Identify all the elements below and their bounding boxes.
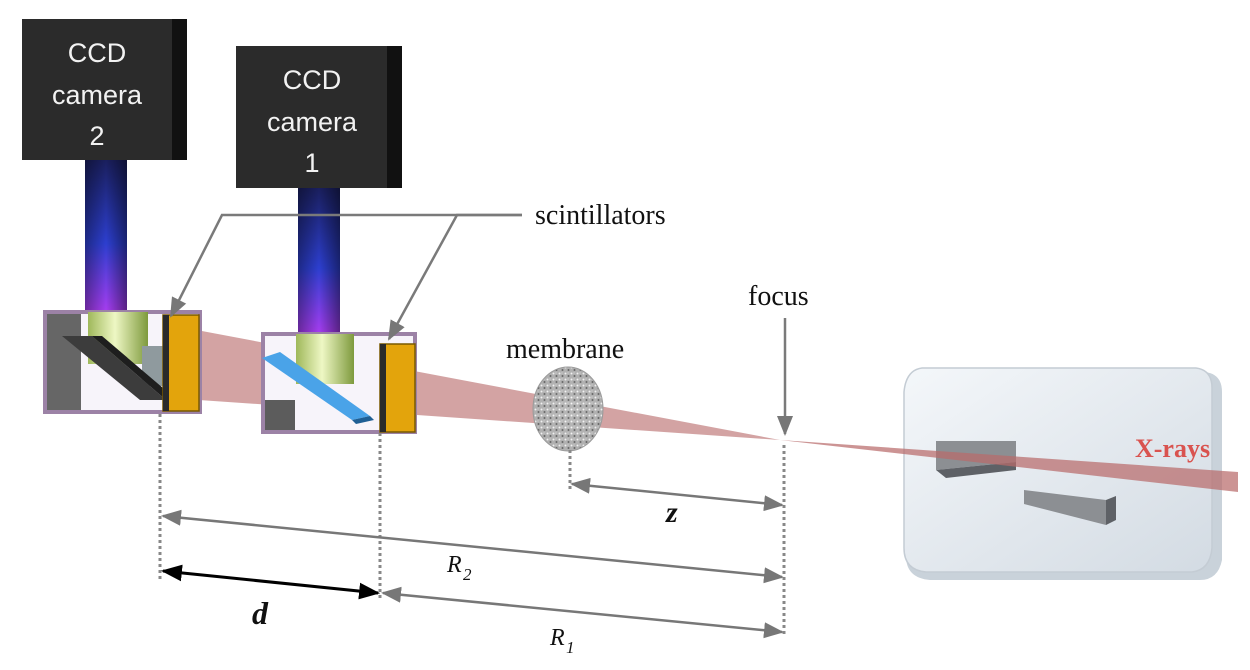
camera-2-body [22, 19, 187, 160]
dimension-arrow-r1 [381, 586, 784, 639]
camera-1-label-line2: camera [267, 107, 358, 137]
ccd-camera-1: CCD camera 1 [236, 46, 402, 334]
r2-label-sub: 2 [463, 565, 472, 584]
d-label: d [252, 595, 269, 631]
r2-label: R 2 [446, 552, 472, 584]
r1-label-sub: 1 [566, 638, 575, 657]
scintillator-pointers [169, 213, 522, 341]
scintillators-label: scintillators [535, 200, 666, 231]
camera-1-label-line1: CCD [283, 65, 342, 95]
dimension-arrow-r2 [161, 509, 784, 584]
detector-housing-2 [43, 310, 202, 414]
r2-label-main: R [446, 552, 462, 578]
camera-2-label-line2: camera [52, 80, 143, 110]
camera-2-label-line1: CCD [68, 38, 127, 68]
camera-1-body [236, 46, 402, 188]
dimension-arrow-d [160, 564, 381, 600]
camera-2-label-line3: 2 [89, 121, 104, 151]
dimension-arrow-z [570, 477, 784, 512]
r1-label-main: R [549, 625, 565, 651]
focus-label: focus [748, 281, 809, 312]
membrane-label: membrane [506, 334, 624, 365]
xrays-label: X-rays [1135, 434, 1210, 463]
r1-label: R 1 [549, 625, 575, 657]
detector-housing-1 [261, 332, 417, 434]
ccd-camera-2: CCD camera 2 [22, 19, 187, 312]
membrane [532, 366, 604, 452]
camera-1-label-line3: 1 [304, 148, 319, 178]
z-label: z [665, 496, 678, 529]
